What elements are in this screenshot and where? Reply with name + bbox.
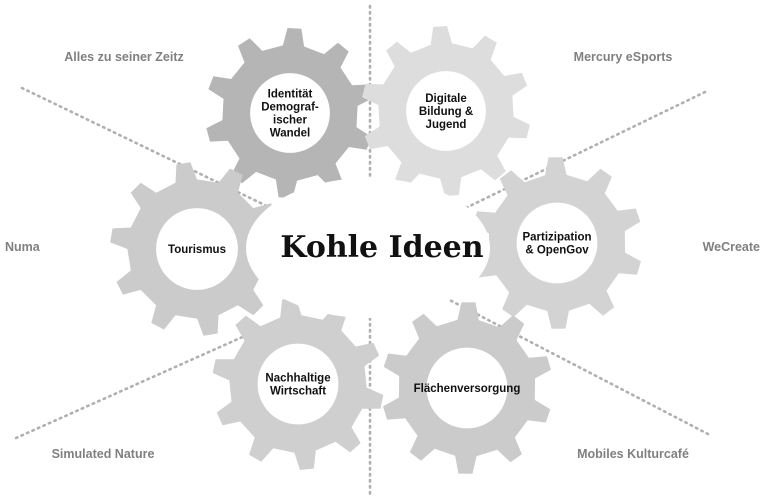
gear-label-partizipation: Partizipation — [522, 232, 591, 244]
gear-label-nachhaltige-wirtschaft: Wirtschaft — [270, 386, 326, 398]
gear-hub — [426, 347, 508, 429]
gear-hub — [156, 208, 238, 290]
gear-hub — [516, 202, 598, 284]
outer-label-left: Numa — [5, 240, 41, 254]
divider-line-top-left — [20, 86, 302, 224]
dotted-divider-lines — [14, 4, 710, 496]
outer-label-top-right: Mercury eSports — [574, 50, 673, 64]
gear-label-nachhaltige-wirtschaft: Nachhaltige — [265, 373, 330, 385]
outer-label-bottom-right: Mobiles Kulturcafé — [577, 447, 689, 461]
center-title: Kohle Ideen — [280, 230, 483, 265]
gear-hub — [257, 343, 339, 425]
gear-label-identitaet: Wandel — [270, 128, 310, 140]
gear-label-digitale-bildung: Digitale — [425, 93, 467, 105]
gear-label-digitale-bildung: Jugend — [426, 119, 467, 131]
gear-flaechenversorgung: Flächenversorgung — [383, 302, 551, 474]
gear-label-flaechenversorgung: Flächenversorgung — [414, 383, 521, 395]
divider-line-bottom-right — [438, 293, 710, 436]
outer-label-top-left: Alles zu seiner Zeitz — [64, 50, 183, 64]
gears: IdentitätDemograf-ischerWandelDigitaleBi… — [110, 26, 641, 474]
gear-label-digitale-bildung: Bildung & — [419, 106, 473, 118]
gear-label-tourismus: Tourismus — [168, 244, 226, 256]
gear-hub — [250, 73, 330, 153]
gear-label-partizipation: & OpenGov — [525, 245, 589, 257]
outer-label-right: WeCreate — [703, 240, 760, 254]
gear-label-identitaet: ischer — [273, 115, 307, 127]
divider-line-top-right — [443, 90, 707, 220]
outer-label-bottom-left: Simulated Nature — [52, 447, 155, 461]
center-hub — [246, 178, 490, 318]
divider-line-bottom-left — [14, 316, 287, 440]
gear-tourismus: Tourismus — [110, 162, 284, 336]
gear-label-identitaet: Identität — [268, 89, 313, 101]
gear-label-identitaet: Demograf- — [261, 102, 319, 114]
gear-partizipation: Partizipation& OpenGov — [473, 157, 641, 329]
gear-hub — [406, 71, 486, 151]
